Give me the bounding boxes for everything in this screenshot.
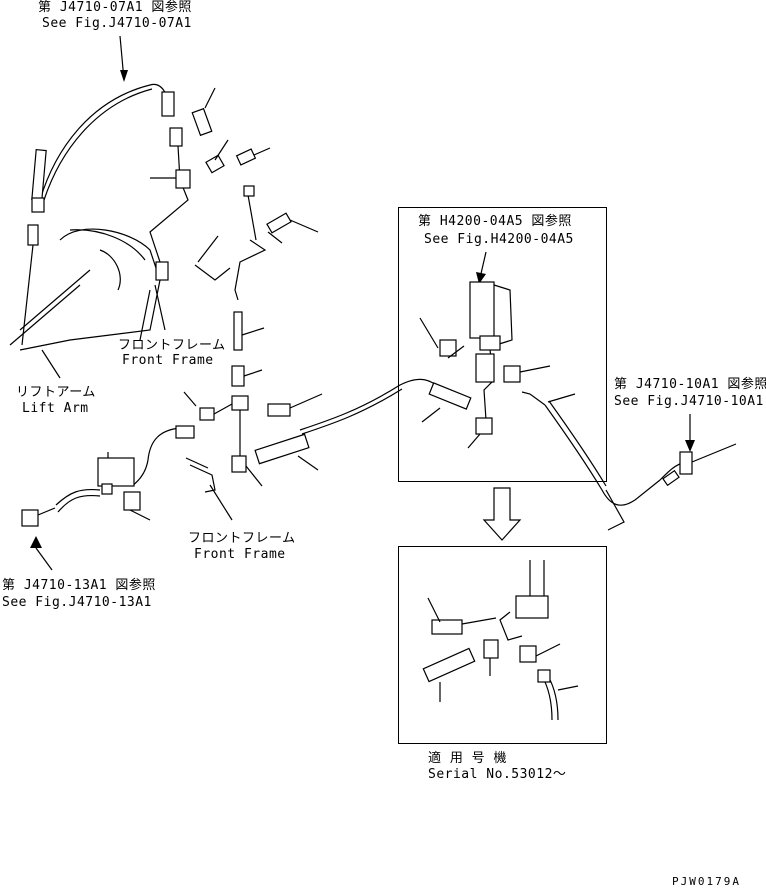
drawing-number: PJW0179A (672, 875, 741, 888)
ref-bottom-left-en: See Fig.J4710-13A1 (2, 595, 152, 610)
front-frame-upper-jp: フロントフレーム (118, 338, 226, 353)
right-hose-assembly (544, 400, 737, 531)
front-frame-lower-jp: フロントフレーム (188, 531, 296, 546)
serial-jp: 適 用 号 機 (428, 751, 507, 766)
lift-arm-en: Lift Arm (22, 401, 89, 416)
ref-top-jp: 第 J4710-07A1 図参照 (38, 0, 192, 15)
inset-frame-lower (398, 546, 607, 744)
lift-arm-leader (41, 349, 61, 379)
upper-inset-contents (419, 251, 576, 449)
ref-inset-jp: 第 H4200-04A5 図参照 (418, 214, 572, 229)
ref-right-en: See Fig.J4710-10A1 (614, 394, 764, 409)
lower-inset-contents (422, 560, 579, 721)
ref-right-jp: 第 J4710-10A1 図参照 (614, 377, 766, 392)
ref-inset-en: See Fig.H4200-04A5 (424, 232, 574, 247)
front-frame-upper-en: Front Frame (122, 353, 214, 368)
front-frame-lower-en: Front Frame (194, 547, 286, 562)
ref-bottom-left-jp: 第 J4710-13A1 図参照 (2, 578, 156, 593)
upper-hose-assembly (9, 35, 319, 351)
inset-frame-upper (398, 207, 607, 482)
serial-en: Serial No.53012〜 (428, 767, 567, 782)
center-fittings (21, 365, 451, 571)
ref-top-en: See Fig.J4710-07A1 (42, 16, 192, 31)
frame-leader-upper (139, 289, 151, 341)
down-arrow (482, 487, 522, 541)
lift-arm-jp: リフトアーム (16, 385, 96, 400)
